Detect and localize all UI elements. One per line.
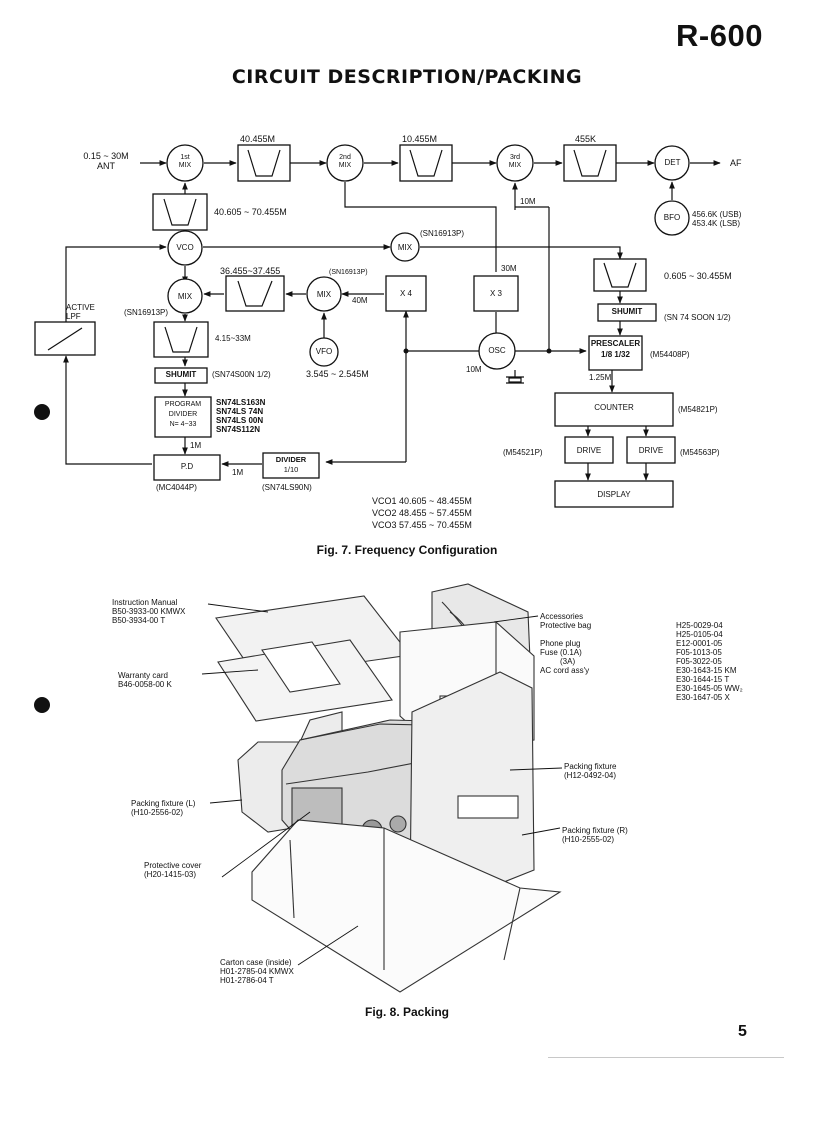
vco-node (167, 230, 203, 266)
page-title: CIRCUIT DESCRIPTION/PACKING (231, 66, 583, 88)
protective-cover-callout: Protective cover(H20-1415-03) (144, 861, 202, 879)
drive-right-label: DRIVE (638, 446, 664, 455)
fig8-caption: Fig. 8. Packing (364, 1005, 450, 1019)
model-number: R-600 (676, 18, 763, 53)
counter-label: COUNTER (594, 403, 634, 412)
label-30m: 30M (501, 264, 517, 273)
bfo-node (654, 200, 690, 236)
detector-label: DET (664, 158, 681, 167)
loop-mixer-label: MIX (177, 292, 193, 301)
binder-hole-mark (34, 404, 50, 420)
shumit-right-ic: (SN 74 SOON 1/2) (664, 313, 731, 322)
label-1m-b: 1M (232, 468, 244, 477)
pd-label: P.D (180, 462, 194, 471)
page-number: 5 (738, 1023, 747, 1040)
vfo-node (309, 337, 339, 367)
shumit-right-label: SHUMIT (611, 307, 643, 316)
vfo-mixer-ic: (SN16913P) (329, 269, 368, 276)
osc-10m-top-label: 10M (520, 197, 536, 206)
third-mixer-node (496, 144, 534, 182)
fixture-center-callout: Packing fixture(H12-0492-04) (564, 762, 617, 780)
upper-mixer-label: MIX (397, 243, 413, 252)
divider-ic: (SN74LS90N) (262, 483, 312, 492)
vfo-mixer-node (306, 276, 342, 312)
vfo-mixer-label: MIX (316, 290, 332, 299)
osc-10m-label: 10M (466, 365, 482, 374)
upper-mixer-ic: (SN16913P) (420, 229, 465, 238)
label-1m-a: 1M (190, 441, 202, 450)
frequency-configuration-diagram (34, 144, 721, 508)
vco-filter-range: 40.605 ~ 70.455M (214, 207, 287, 217)
filter-415-label: 4.15~33M (215, 334, 251, 343)
bfo-frequencies: 456.6K (USB)453.4K (LSB) (692, 210, 742, 228)
label-40m: 40M (352, 296, 368, 305)
shumit-left-label: SHUMIT (165, 370, 197, 379)
prescaler-ic: (M54408P) (650, 350, 690, 359)
filter-40455-label: 40.455M (240, 134, 276, 144)
x4-label: X 4 (399, 289, 412, 298)
fixture-left-callout: Packing fixture (L)(H10-2556-02) (131, 799, 196, 817)
filter-3645-label: 36.455~37.455 (220, 266, 281, 276)
loop-mixer-ic: (SN16913P) (124, 308, 169, 317)
second-mixer-node (326, 144, 364, 182)
display-label: DISPLAY (597, 490, 631, 499)
detector-node (654, 145, 690, 181)
osc-label: OSC (488, 346, 506, 355)
label-125m: 1.25M (589, 373, 612, 382)
loop-mixer-node (167, 278, 203, 314)
filter-range-right: 0.605 ~ 30.455M (664, 271, 732, 281)
osc-node (478, 332, 516, 370)
shumit-left-ic: (SN74S00N 1/2) (212, 370, 271, 379)
upper-mixer-node (390, 232, 420, 262)
accessories-title: Accessories (540, 612, 584, 621)
filter-455k-label: 455K (575, 134, 597, 144)
binder-hole-mark (34, 697, 50, 713)
drive-left-label: DRIVE (576, 446, 602, 455)
vfo-label: VFO (315, 347, 333, 356)
drive-left-ic: (M54521P) (503, 448, 543, 457)
first-mixer-node (166, 144, 204, 182)
scan-artifact-line (548, 1057, 784, 1058)
vco-label: VCO (176, 243, 194, 252)
vfo-range: 3.545 ~ 2.545M (306, 369, 369, 379)
pd-ic: (MC4044P) (156, 483, 197, 492)
af-label: AF (730, 158, 742, 168)
x3-label: X 3 (489, 289, 502, 298)
filter-10455-label: 10.455M (402, 134, 438, 144)
bfo-label: BFO (663, 213, 681, 222)
fig7-caption: Fig. 7. Frequency Configuration (316, 543, 498, 557)
counter-ic: (M54821P) (678, 405, 718, 414)
drive-right-ic: (M54563P) (680, 448, 720, 457)
fixture-right-callout: Packing fixture (R)(H10-2555-02) (562, 826, 628, 844)
packing-illustration (201, 583, 563, 993)
